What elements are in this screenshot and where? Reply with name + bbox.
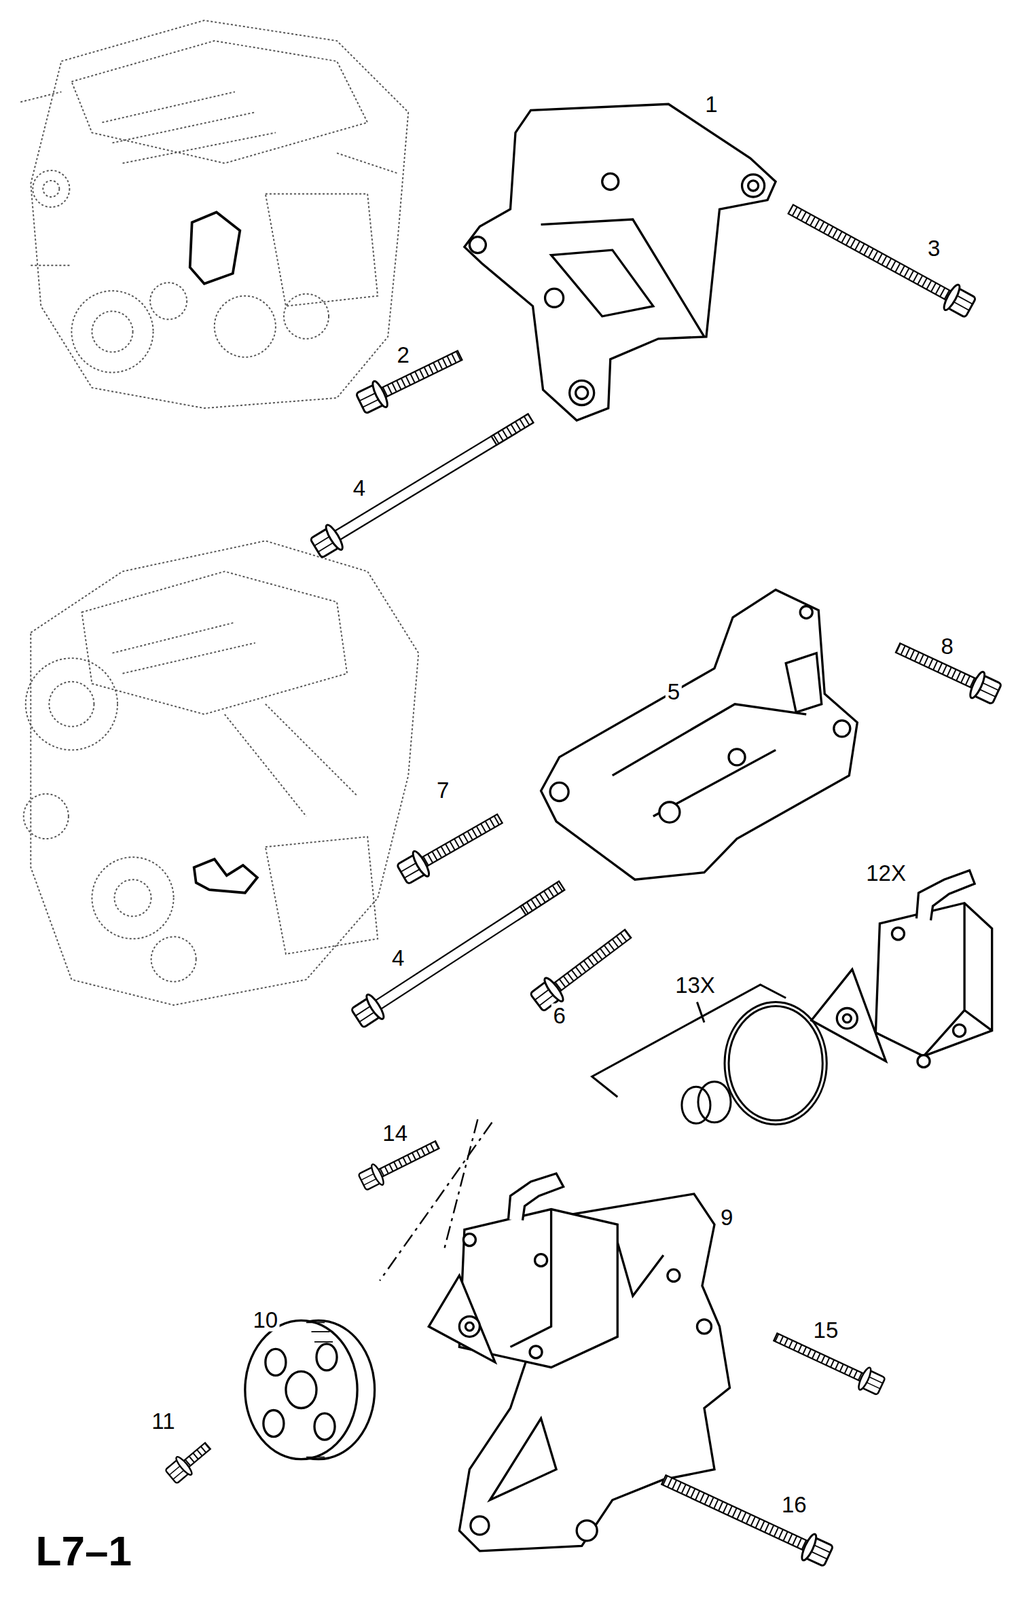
callout-number: 7 <box>434 778 451 803</box>
mounting-bracket <box>464 103 776 421</box>
bracket-location <box>190 212 241 284</box>
callout-number: 8 <box>939 634 956 659</box>
callout-number: 16 <box>779 1492 809 1517</box>
callout-number: 4 <box>389 945 407 970</box>
callout-number: 5 <box>665 679 682 703</box>
pulley <box>245 1320 375 1459</box>
callout-number: 13X <box>673 973 718 997</box>
steering-pump <box>811 870 993 1068</box>
seal-kit <box>592 984 828 1125</box>
callout-number: 1 <box>702 92 720 117</box>
callout-number: 2 <box>394 342 411 367</box>
callout-number: 10 <box>250 1308 280 1332</box>
callout-number: 9 <box>718 1204 735 1229</box>
engine-outline <box>20 20 409 409</box>
callout-number: 11 <box>149 1409 177 1433</box>
bracket-location <box>194 859 258 894</box>
callout-number: 15 <box>811 1318 841 1342</box>
figure-number: L7–1 <box>33 1529 134 1573</box>
callout-number: 14 <box>380 1121 410 1146</box>
callout-number: 4 <box>351 476 368 500</box>
callout-number: 12X <box>863 861 909 885</box>
callout-number: 3 <box>925 236 942 261</box>
callout-number: 6 <box>550 1003 568 1028</box>
bolt <box>163 196 1004 1570</box>
mounting-bracket <box>541 589 858 880</box>
engine-outline <box>23 540 419 1006</box>
